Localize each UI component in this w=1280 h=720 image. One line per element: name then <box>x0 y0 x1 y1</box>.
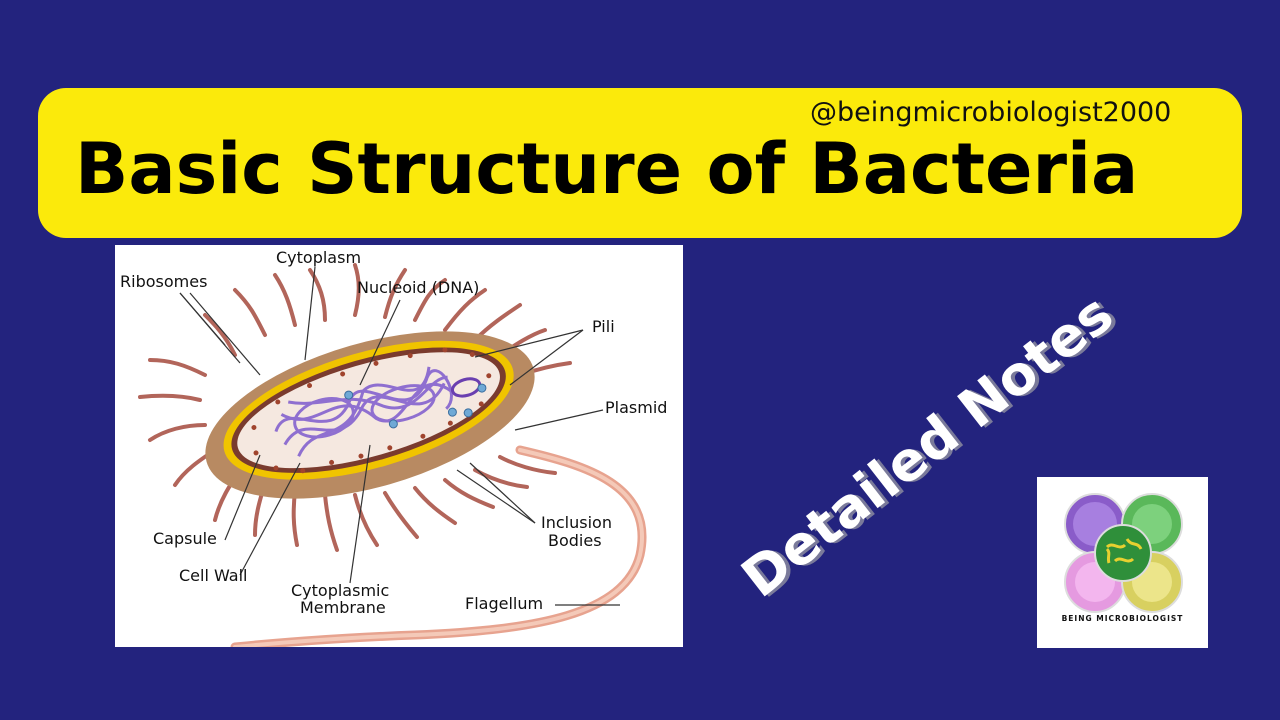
page-title: Basic Structure of Bacteria <box>75 128 1139 210</box>
leader-lines <box>179 266 620 606</box>
microbe-circles-icon <box>1064 493 1183 613</box>
label-inclusion-line2: Bodies <box>548 531 602 550</box>
label-inclusion-line1: Inclusion <box>541 513 612 532</box>
being-microbiologist-logo: BEING MICROBIOLOGIST <box>1037 477 1208 648</box>
label-cytoplasm: Cytoplasm <box>276 248 362 267</box>
channel-handle: @beingmicrobiologist2000 <box>810 97 1172 128</box>
label-ribosomes: Ribosomes <box>120 272 208 291</box>
ribosomes <box>251 347 492 474</box>
logo-text: BEING MICROBIOLOGIST <box>1061 614 1184 623</box>
pili <box>138 263 572 552</box>
label-plasmid: Plasmid <box>605 398 668 417</box>
label-cell-wall: Cell Wall <box>179 566 248 585</box>
inclusion-bodies <box>344 383 487 429</box>
plasmid <box>450 377 482 398</box>
label-flagellum: Flagellum <box>465 594 544 613</box>
label-capsule: Capsule <box>153 529 217 548</box>
label-membrane-line1: Cytoplasmic <box>291 581 390 600</box>
label-nucleoid: Nucleoid (DNA) <box>357 278 480 297</box>
label-pili: Pili <box>592 317 615 336</box>
title-banner <box>38 88 1242 238</box>
bacteria-diagram: Cytoplasm Ribosomes Nucleoid (DNA) Pili … <box>115 245 683 647</box>
bacteria-illustration <box>138 263 647 647</box>
label-membrane-line2: Membrane <box>300 598 386 617</box>
nucleoid-dna <box>274 366 453 457</box>
